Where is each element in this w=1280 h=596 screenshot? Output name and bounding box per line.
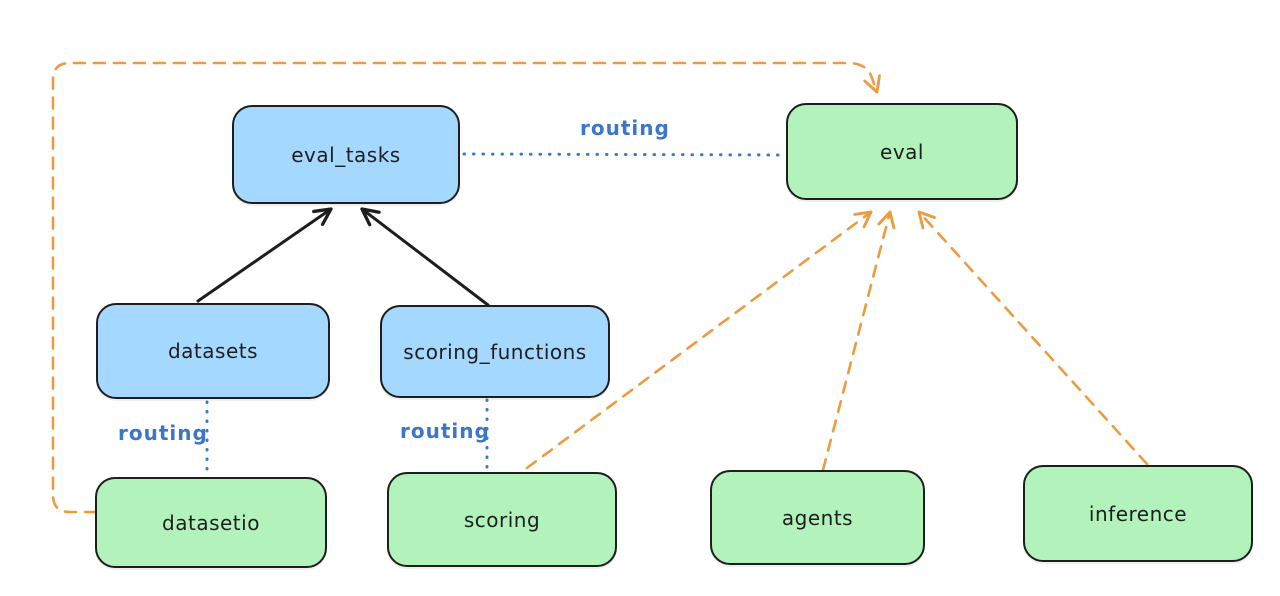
node-scoring-label: scoring <box>463 507 541 532</box>
node-datasetio: datasetio <box>95 477 327 568</box>
node-inference: inference <box>1023 465 1253 562</box>
edge-scoring_functions-eval_tasks <box>360 207 490 307</box>
node-datasetio-label: datasetio <box>162 510 260 535</box>
node-scoring_functions-label: scoring_functions <box>403 339 587 364</box>
routing-label-datasets-datasetio: routing <box>118 421 208 445</box>
edge-agents-eval <box>821 210 896 472</box>
node-agents: agents <box>710 470 925 565</box>
routing-label-scoring_functions-scoring: routing <box>400 419 490 443</box>
node-datasets-label: datasets <box>167 339 259 363</box>
node-datasets: datasets <box>96 303 330 399</box>
routing-label-eval_tasks-eval: routing <box>580 116 670 140</box>
node-eval_tasks-label: eval_tasks <box>291 142 401 167</box>
node-inference-label: inference <box>1088 501 1188 526</box>
node-agents-label: agents <box>781 505 854 530</box>
edge-datasets-eval_tasks <box>196 207 333 303</box>
node-scoring: scoring <box>387 472 617 567</box>
edge-eval_tasks-eval <box>462 152 788 157</box>
node-scoring_functions: scoring_functions <box>380 305 610 398</box>
node-eval: eval <box>786 103 1018 200</box>
node-eval_tasks: eval_tasks <box>232 105 460 204</box>
node-eval-label: eval <box>880 139 924 164</box>
edge-inference-eval <box>917 210 1149 466</box>
